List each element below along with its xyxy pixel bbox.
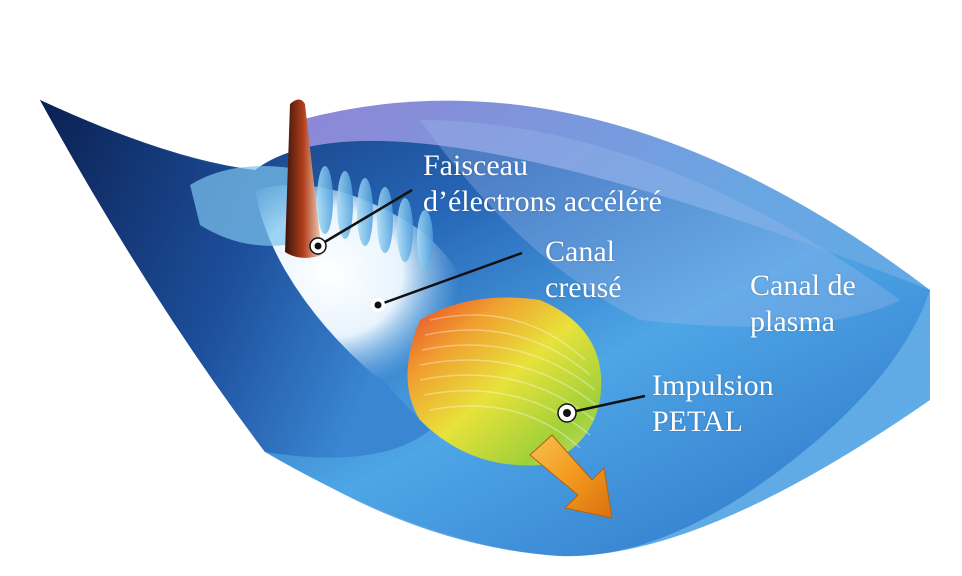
marker-canal-creuse: [371, 298, 385, 312]
label-impulsion-line1: Impulsion: [652, 369, 774, 402]
label-canal-plasma-line2: plasma: [750, 305, 835, 338]
label-canal-creuse-line1: Canal: [545, 235, 615, 268]
plasma-left-wall: [40, 100, 430, 458]
marker-impulsion: [557, 403, 577, 423]
label-canal-plasma: Canal de plasma: [750, 268, 856, 340]
marker-faisceau: [309, 237, 327, 255]
plasma-surface-highlight: [420, 120, 900, 327]
turbulent-region: [190, 166, 294, 246]
leader-line-faisceau: [317, 188, 413, 248]
petal-pulse: [407, 297, 602, 466]
label-faisceau-line1: Faisceau: [423, 149, 528, 182]
label-canal-plasma-line1: Canal de: [750, 269, 856, 302]
label-faisceau: Faisceau d’électrons accéléré: [423, 148, 662, 220]
leader-line-impulsion: [566, 394, 646, 415]
label-faisceau-line2: d’électrons accéléré: [423, 185, 662, 218]
electron-beam-spike: [285, 99, 322, 258]
label-canal-creuse: Canal creusé: [545, 234, 622, 306]
label-impulsion-line2: PETAL: [652, 405, 743, 438]
propagation-arrow: [529, 434, 613, 519]
label-impulsion: Impulsion PETAL: [652, 368, 774, 440]
label-canal-creuse-line2: creusé: [545, 271, 622, 304]
leader-line-canal-creuse: [377, 251, 523, 307]
